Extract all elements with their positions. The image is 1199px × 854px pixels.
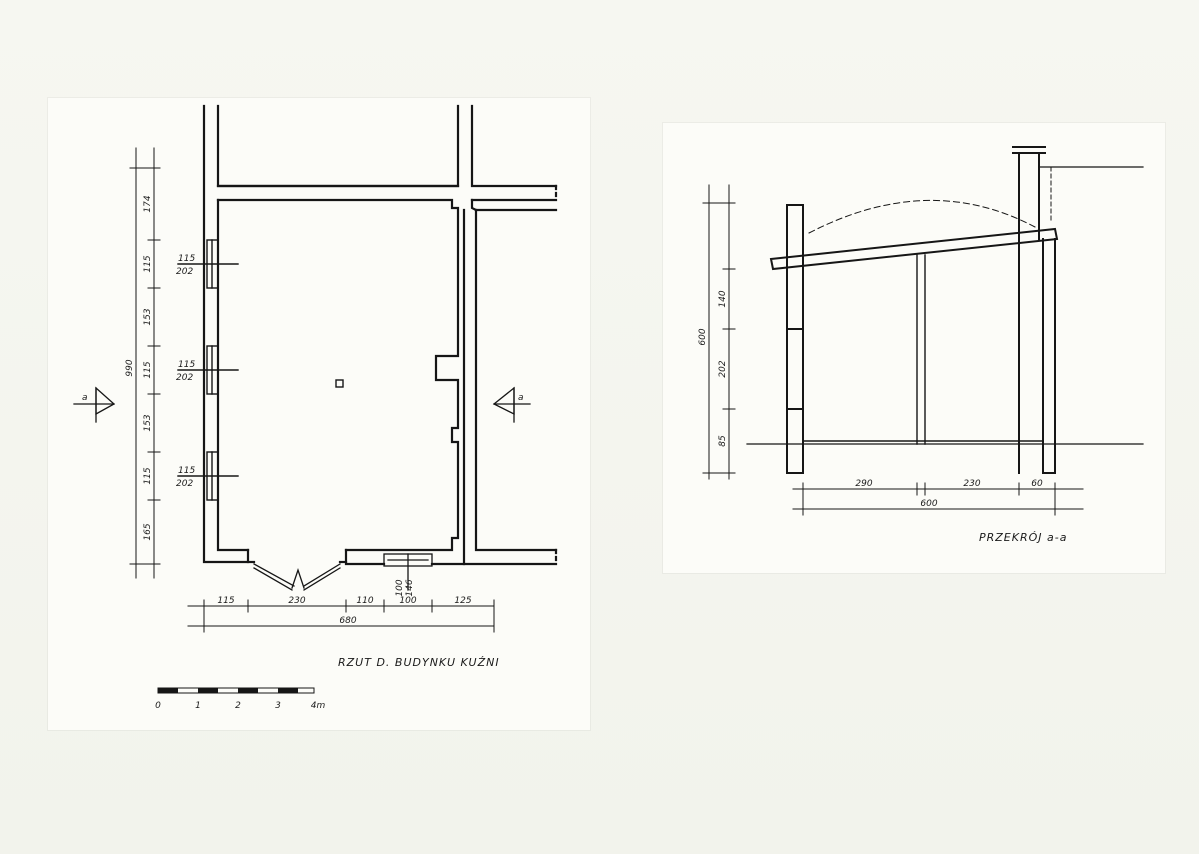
plan-horizontal-dim-4: 125 xyxy=(454,596,471,606)
plan-vertical-dim-0: 174 xyxy=(143,195,153,212)
window-label-bottom-2: 202 xyxy=(176,479,193,489)
scale-label-1: 1 xyxy=(195,701,201,711)
scale-label-2: 2 xyxy=(235,701,241,711)
door-label-top: 100 xyxy=(395,579,405,596)
section-horizontal-dimension-labels: 290 230 60 xyxy=(855,479,1043,489)
section-vertical-total-label: 600 xyxy=(698,328,708,345)
section-horizontal-dim-1: 230 xyxy=(963,479,980,489)
section-horizontal-dim-2: 60 xyxy=(1031,479,1043,489)
floor-plan-drawing: a a 174 115 153 115 153 115 165 990 115 202 115 2… xyxy=(73,104,558,711)
section-structure xyxy=(746,146,1144,474)
section-vertical-dim-2: 85 xyxy=(718,435,728,447)
plan-vertical-dim-6: 165 xyxy=(143,523,153,540)
section-drawing: 600 140 202 85 290 230 60 600 PRZEKRÓJ a-a xyxy=(698,146,1144,544)
window-label-top-1: 115 xyxy=(178,360,195,370)
entrance-door xyxy=(253,563,341,591)
window-label-top-2: 115 xyxy=(178,466,195,476)
section-vertical-dimensions xyxy=(702,184,736,480)
door-label-bottom: 146 xyxy=(405,579,415,596)
scale-bar xyxy=(157,687,315,694)
section-vertical-dim-0: 140 xyxy=(718,290,728,307)
dashed-arch xyxy=(808,200,1036,234)
section-vertical-dimension-labels: 140 202 85 xyxy=(718,290,728,447)
section-panel: 600 140 202 85 290 230 60 600 PRZEKRÓJ a-a xyxy=(663,123,1165,573)
plan-horizontal-dimension-labels: 115 230 110 100 125 xyxy=(217,596,471,606)
plan-window-labels: 115 202 115 202 115 202 xyxy=(176,254,195,489)
plan-vertical-dim-2: 153 xyxy=(143,308,153,325)
plan-horizontal-total-label: 680 xyxy=(339,616,356,626)
plan-title: RZUT D. BUDYNKU KUŹNI xyxy=(338,656,500,669)
plan-vertical-dimensions xyxy=(129,147,161,579)
plan-vertical-dim-5: 115 xyxy=(143,467,153,484)
section-marker-left-label: a xyxy=(82,393,88,403)
small-door xyxy=(383,553,433,591)
section-horizontal-total-label: 600 xyxy=(920,499,937,509)
scale-label-0: 0 xyxy=(155,701,161,711)
window-label-bottom-0: 202 xyxy=(176,267,193,277)
column-marker xyxy=(335,379,344,388)
window-label-bottom-1: 202 xyxy=(176,373,193,383)
plan-vertical-total-label: 990 xyxy=(125,359,135,376)
section-title: PRZEKRÓJ a-a xyxy=(979,531,1067,544)
plan-vertical-dim-3: 115 xyxy=(143,361,153,378)
section-horizontal-dim-0: 290 xyxy=(855,479,872,489)
plan-vertical-dim-4: 153 xyxy=(143,414,153,431)
plan-horizontal-dimensions xyxy=(187,599,495,633)
section-markers xyxy=(73,386,531,423)
scale-label-4: 4m xyxy=(311,701,326,711)
plan-horizontal-dim-3: 100 xyxy=(399,596,416,606)
building-walls xyxy=(202,104,558,566)
section-horizontal-dimensions xyxy=(792,482,1084,516)
plan-horizontal-dim-2: 110 xyxy=(356,596,373,606)
plan-horizontal-dim-1: 230 xyxy=(288,596,305,606)
section-marker-right-label: a xyxy=(518,393,524,403)
section-vertical-dim-1: 202 xyxy=(718,360,728,377)
plan-windows xyxy=(177,239,239,501)
window-label-top-0: 115 xyxy=(178,254,195,264)
plan-vertical-dimension-labels: 174 115 153 115 153 115 165 xyxy=(143,195,153,540)
scale-label-3: 3 xyxy=(275,701,281,711)
plan-horizontal-dim-0: 115 xyxy=(217,596,234,606)
plan-vertical-dim-1: 115 xyxy=(143,255,153,272)
scale-bar-labels: 0 1 2 3 4m xyxy=(155,701,325,711)
floor-plan-panel: a a 174 115 153 115 153 115 165 990 115 202 115 2… xyxy=(48,98,590,730)
